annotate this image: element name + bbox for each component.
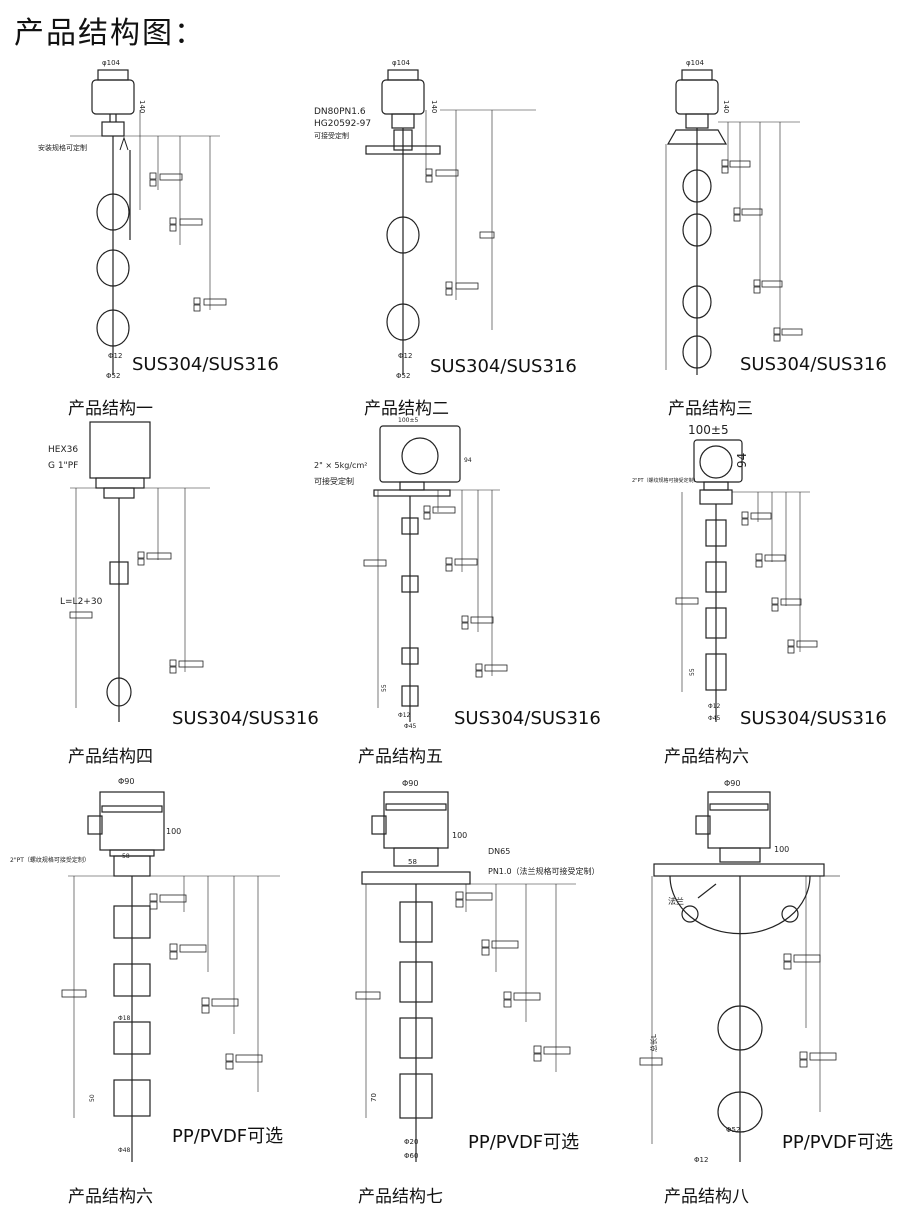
s4-hex-label: HEX36 xyxy=(48,445,78,455)
structure-6-name: 产品结构六 xyxy=(664,747,749,767)
s7-bottom-label: 50 xyxy=(89,1094,96,1102)
s1-float-label: Φ52 xyxy=(106,372,120,380)
s8-head-height-label: 100 xyxy=(452,831,467,840)
s2-head-height-label: 140 xyxy=(430,100,438,113)
s5-custom-label: 可接受定制 xyxy=(314,476,354,486)
s7-rod-label: Φ18 xyxy=(118,1015,131,1022)
s5-rod-label: Φ12 xyxy=(398,712,411,719)
structure-7-name: 产品结构六 xyxy=(68,1187,153,1207)
s1-head-height-label: 140 xyxy=(138,100,146,113)
s2-head-dia-label: φ104 xyxy=(392,59,411,67)
s6-bottom-label: 55 xyxy=(689,668,696,676)
structure-4-drawing: HEX36 G 1"PF L=L2+30 xyxy=(48,421,210,722)
s8-float-label: Φ60 xyxy=(404,1152,418,1160)
s1-rod-label: Φ12 xyxy=(108,352,122,360)
s9-total-label: 总长L xyxy=(649,1034,658,1052)
s5-head-height-label: 94 xyxy=(464,457,472,464)
s7-pipe-label: 2"PT（螺纹规格可接受定制） xyxy=(10,856,90,864)
s2-custom-label: 可接受定制 xyxy=(314,131,349,140)
structure-6-diagram: 100±5 94 2"PT（螺纹规格可接受定制） Φ12 Φ45 55 SUS3… xyxy=(610,412,916,792)
s5-float-label: Φ45 xyxy=(404,723,417,730)
structure-3-drawing: φ104 140 xyxy=(665,59,803,375)
s2-standard-label: HG20592-97 xyxy=(314,119,371,129)
structure-6-material: SUS304/SUS316 xyxy=(740,708,887,729)
structure-1-material: SUS304/SUS316 xyxy=(132,354,279,375)
s8-pressure-label: PN1.0（法兰规格可接受定制） xyxy=(488,866,600,876)
structure-8-name: 产品结构七 xyxy=(358,1187,443,1207)
s6-head-height-label: 94 xyxy=(735,453,749,468)
s6-head-width-label: 100±5 xyxy=(688,423,729,437)
structure-1-diagram: φ104 140 安装规格可定制 Φ12 Φ52 SUS304/SUS316 产… xyxy=(10,40,316,420)
s9-float-label: Φ52 xyxy=(726,1126,740,1134)
structure-3-name: 产品结构三 xyxy=(668,399,753,419)
s4-thread-label: G 1"PF xyxy=(48,461,78,471)
structure-5-diagram: 100±5 94 2" × 5kg/cm² 可接受定制 Φ12 Φ45 55 S… xyxy=(306,412,612,792)
s7-head-height-label: 100 xyxy=(166,827,181,836)
structure-5-name: 产品结构五 xyxy=(358,747,443,767)
structure-7-diagram: Φ90 100 58 2"PT（螺纹规格可接受定制） Φ18 50 Φ48 PP… xyxy=(10,772,316,1207)
s5-head-width-label: 100±5 xyxy=(398,417,418,424)
structure-2-name: 产品结构二 xyxy=(364,399,449,419)
s7-neck-label: 58 xyxy=(122,853,130,860)
s3-head-height-label: 140 xyxy=(722,100,730,113)
structure-1-drawing: φ104 140 安装规格可定制 Φ12 Φ52 xyxy=(38,59,227,380)
s8-rod-label: Φ20 xyxy=(404,1138,418,1146)
page-title: 产品结构图： xyxy=(14,16,206,51)
s9-flange-label: 法兰 xyxy=(668,896,684,906)
structure-2-drawing: φ104 140 DN80PN1.6 HG20592-97 可接受定制 Φ12 … xyxy=(314,59,536,380)
s1-head-dia-label: φ104 xyxy=(102,59,121,67)
structure-9-diagram: Φ90 100 法兰 总长L Φ52 Φ12 PP/PVDF可选 产品结构八 xyxy=(610,772,916,1207)
s6-pipe-label: 2"PT（螺纹规格可接受定制） xyxy=(632,477,699,484)
structure-2-material: SUS304/SUS316 xyxy=(430,356,577,377)
structure-1-name: 产品结构一 xyxy=(68,399,153,419)
s8-bottom-label: 70 xyxy=(370,1093,378,1102)
structure-9-drawing: Φ90 100 法兰 总长L Φ52 Φ12 xyxy=(639,779,840,1164)
s5-bottom-label: 55 xyxy=(381,684,388,692)
s7-float-label: Φ48 xyxy=(118,1147,131,1154)
structure-8-material: PP/PVDF可选 xyxy=(468,1132,580,1153)
s9-rod-label: Φ12 xyxy=(694,1156,708,1164)
structure-9-material: PP/PVDF可选 xyxy=(782,1132,894,1153)
structure-6-drawing: 100±5 94 2"PT（螺纹规格可接受定制） Φ12 Φ45 55 xyxy=(632,423,818,722)
s8-head-dia-label: Φ90 xyxy=(402,779,418,788)
structure-9-name: 产品结构八 xyxy=(664,1187,749,1207)
structure-5-drawing: 100±5 94 2" × 5kg/cm² 可接受定制 Φ12 Φ45 55 xyxy=(314,417,508,730)
s9-head-height-label: 100 xyxy=(774,845,789,854)
structure-4-diagram: HEX36 G 1"PF L=L2+30 SUS304/SUS316 产品结构四 xyxy=(10,412,319,792)
structure-8-drawing: Φ90 100 58 DN65 PN1.0（法兰规格可接受定制） 70 Φ20 … xyxy=(355,779,600,1162)
s8-neck-label: 58 xyxy=(408,858,417,866)
s2-flange-label: DN80PN1.6 xyxy=(314,107,366,117)
s2-rod-label: Φ12 xyxy=(398,352,412,360)
structure-5-material: SUS304/SUS316 xyxy=(454,708,601,729)
structure-8-diagram: Φ90 100 58 DN65 PN1.0（法兰规格可接受定制） 70 Φ20 … xyxy=(306,772,612,1207)
s2-float-label: Φ52 xyxy=(396,372,410,380)
s3-head-dia-label: φ104 xyxy=(686,59,705,67)
s6-rod-label: Φ12 xyxy=(708,703,721,710)
structure-4-name: 产品结构四 xyxy=(68,747,153,767)
structure-3-diagram: φ104 140 SUS304/SUS316 产品结构三 xyxy=(610,40,916,420)
s5-pipe-label: 2" × 5kg/cm² xyxy=(314,461,367,470)
structure-7-material: PP/PVDF可选 xyxy=(172,1126,284,1147)
s1-install-label: 安装规格可定制 xyxy=(38,143,87,152)
structure-2-diagram: φ104 140 DN80PN1.6 HG20592-97 可接受定制 Φ12 … xyxy=(306,40,612,420)
s7-head-dia-label: Φ90 xyxy=(118,777,134,786)
structure-3-material: SUS304/SUS316 xyxy=(740,354,887,375)
s8-flange-label: DN65 xyxy=(488,847,510,856)
s4-total-label: L=L2+30 xyxy=(60,597,103,607)
structure-7-drawing: Φ90 100 58 2"PT（螺纹规格可接受定制） Φ18 50 Φ48 xyxy=(10,777,280,1162)
s9-head-dia-label: Φ90 xyxy=(724,779,740,788)
structure-4-material: SUS304/SUS316 xyxy=(172,708,319,729)
s6-float-label: Φ45 xyxy=(708,715,721,722)
